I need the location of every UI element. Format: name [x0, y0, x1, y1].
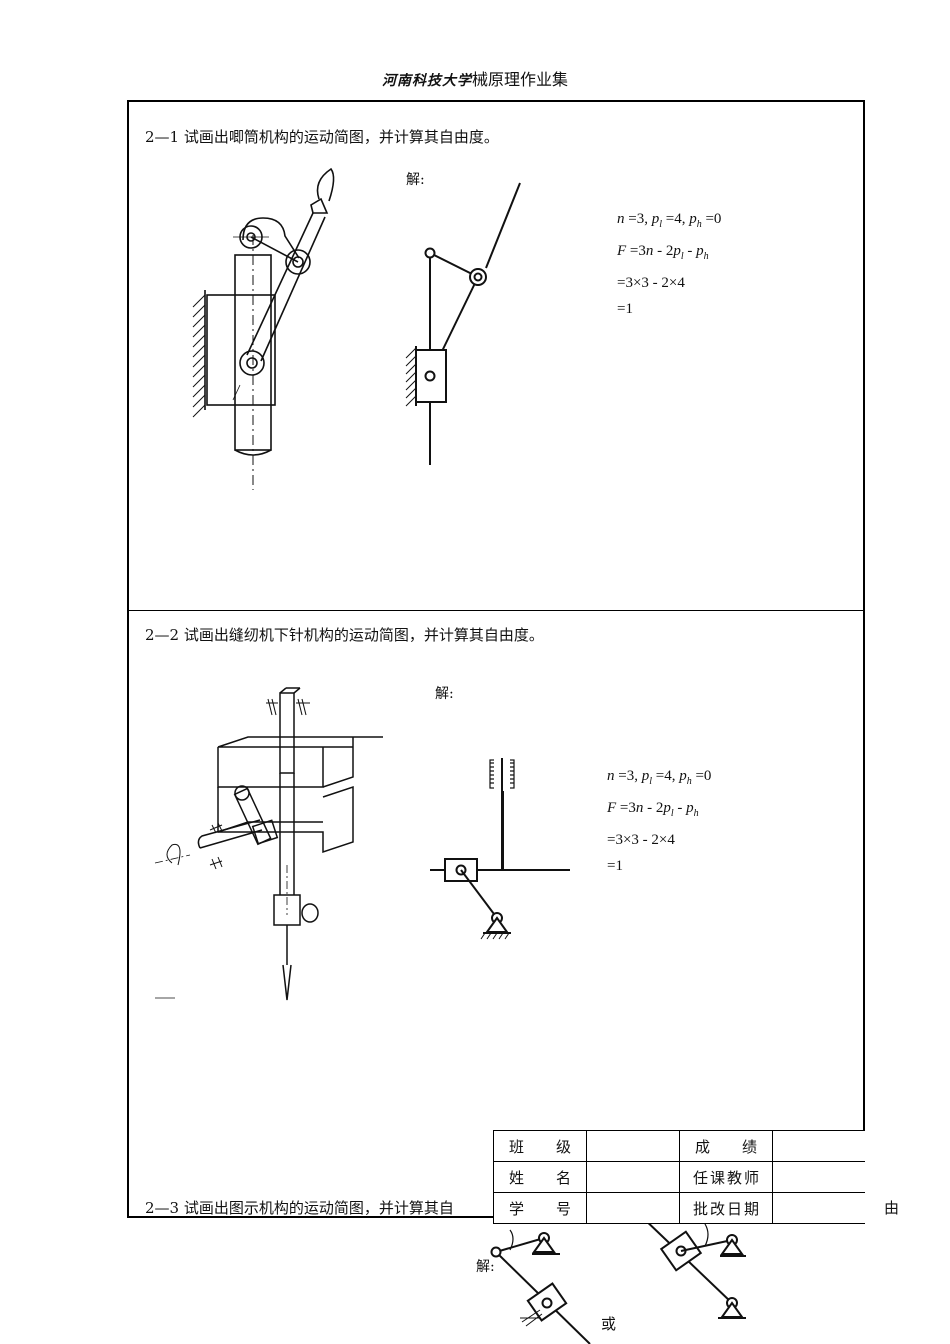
eq-sub: l — [659, 219, 662, 230]
eq-n: n — [607, 768, 615, 784]
eq-n: n — [645, 243, 654, 259]
eq-F: F — [617, 243, 627, 259]
name-field[interactable] — [586, 1161, 680, 1193]
section-divider — [127, 610, 865, 611]
problem-2-3-text: 2—3 试画出图示机构的运动简图，并计算其自 — [145, 1199, 454, 1217]
date-label-text: 批改日期 — [693, 1199, 759, 1218]
eq-line-4: =1 — [617, 301, 633, 317]
eq-line-1: n =3, pl =4, ph =0 — [607, 763, 711, 795]
id-label: 学号 — [493, 1192, 587, 1224]
eq-text: =3 — [616, 800, 636, 816]
eq-text: - — [683, 243, 697, 259]
eq-p: p — [651, 211, 660, 227]
problem-2-3-solution-label: 解: — [476, 1259, 495, 1275]
teacher-field[interactable] — [772, 1161, 865, 1193]
sewing-machine-figure — [154, 687, 383, 1001]
problem-2-1-equations: n =3, pl =4, ph =0 F =3n - 2pl - ph =3×3… — [617, 206, 721, 322]
problem-2-2-kinematic-sketch — [430, 758, 570, 940]
problem-2-1-solution-label: 解: — [406, 172, 425, 188]
class-field[interactable] — [586, 1130, 680, 1162]
teacher-label-text: 任课教师 — [693, 1168, 759, 1187]
eq-p: p — [673, 243, 681, 259]
university-logo: 河南科技大学 — [381, 73, 472, 89]
eq-sub: h — [693, 808, 699, 819]
pump-mechanism-figure — [192, 167, 335, 490]
eq-F: F — [607, 800, 617, 816]
class-label: 班级 — [493, 1130, 587, 1162]
id-label-text: 学号 — [509, 1199, 571, 1218]
date-label: 批改日期 — [679, 1192, 773, 1224]
date-field[interactable] — [772, 1192, 865, 1224]
name-label: 姓名 — [493, 1161, 587, 1193]
problem-2-2-solution-label: 解: — [435, 686, 454, 702]
eq-text: =4, — [652, 768, 680, 784]
eq-line-3: =3×3 - 2×4 — [607, 832, 675, 848]
table-row: 姓名 任课教师 — [493, 1161, 865, 1193]
problem-2-1-text: 2—1 试画出唧筒机构的运动简图，并计算其自由度。 — [145, 128, 499, 146]
eq-text: =0 — [691, 768, 712, 784]
eq-sub: l — [649, 776, 652, 787]
eq-p: p — [663, 800, 671, 816]
eq-line-1: n =3, pl =4, ph =0 — [617, 206, 721, 238]
eq-sub: h — [686, 776, 692, 787]
eq-text: =0 — [701, 211, 722, 227]
eq-text: - — [673, 800, 687, 816]
eq-text: - 2 — [643, 800, 664, 816]
eq-n: n — [617, 211, 625, 227]
header-title: 械原理作业集 — [471, 70, 568, 89]
id-field[interactable] — [586, 1192, 680, 1224]
student-info-table: 班级 成绩 姓名 任课教师 学号 批改日期 — [493, 1130, 865, 1224]
eq-p: p — [641, 768, 650, 784]
eq-line-2: F =3n - 2pl - ph — [617, 238, 721, 270]
eq-sub: l — [670, 808, 674, 819]
eq-sub: h — [696, 219, 702, 230]
problem-2-1-kinematic-sketch — [405, 182, 521, 465]
table-row: 学号 批改日期 — [493, 1192, 865, 1224]
eq-p: p — [686, 800, 694, 816]
eq-p: p — [679, 768, 687, 784]
score-label: 成绩 — [679, 1130, 773, 1162]
eq-text: =3 — [626, 243, 646, 259]
eq-sub: h — [703, 251, 709, 262]
eq-p: p — [696, 243, 704, 259]
eq-text: - 2 — [653, 243, 674, 259]
eq-text: =4, — [662, 211, 690, 227]
page-header: 河南科技大学械原理作业集 — [0, 66, 950, 90]
eq-line-4: =1 — [607, 858, 623, 874]
eq-line-2: F =3n - 2pl - ph — [607, 795, 711, 827]
eq-n: n — [635, 800, 644, 816]
problem-2-3-or-label: 或 — [601, 1315, 617, 1333]
eq-line-3: =3×3 - 2×4 — [617, 275, 685, 291]
eq-text: =3, — [614, 768, 642, 784]
class-label-text: 班级 — [509, 1137, 571, 1156]
eq-p: p — [689, 211, 697, 227]
name-label-text: 姓名 — [509, 1168, 571, 1187]
table-row: 班级 成绩 — [493, 1130, 865, 1162]
eq-sub: l — [680, 251, 684, 262]
teacher-label: 任课教师 — [679, 1161, 773, 1193]
score-label-text: 成绩 — [695, 1137, 757, 1156]
score-field[interactable] — [772, 1130, 865, 1162]
eq-text: =3, — [624, 211, 652, 227]
problem-2-2-text: 2—2 试画出缝纫机下针机构的运动简图，并计算其自由度。 — [145, 626, 544, 644]
problem-2-3-trailing-text: 由 — [884, 1199, 900, 1217]
problem-2-2-equations: n =3, pl =4, ph =0 F =3n - 2pl - ph =3×3… — [607, 763, 711, 879]
problem-2-3-kinematic-sketches — [490, 1214, 746, 1344]
